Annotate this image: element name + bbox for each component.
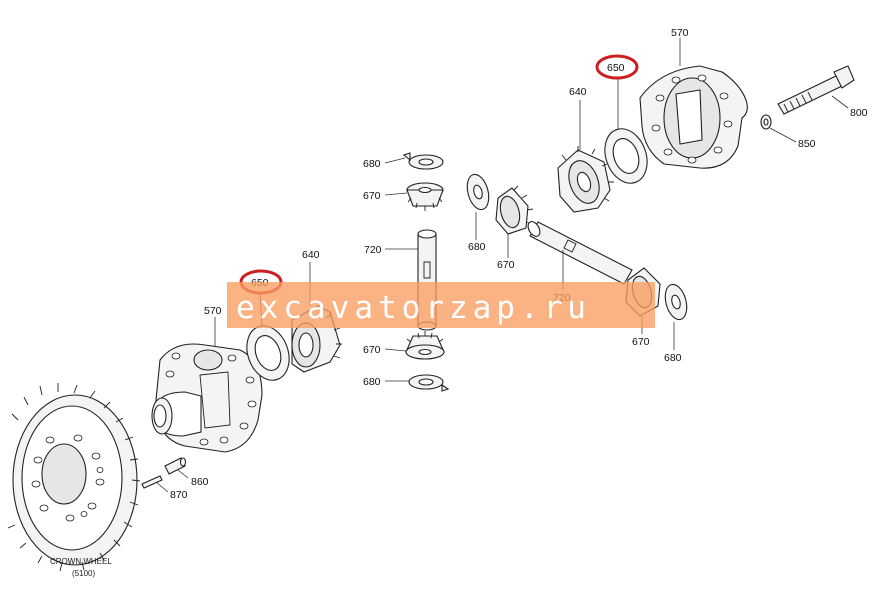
- watermark-banner: excavatorzap.ru: [227, 282, 655, 328]
- label-680-c: 680: [363, 376, 381, 388]
- label-870: 870: [170, 489, 188, 501]
- side-gear-640-top[interactable]: [557, 146, 614, 213]
- label-640-top: 640: [569, 86, 587, 98]
- label-670-a: 670: [363, 190, 381, 202]
- crown-wheel[interactable]: [7, 383, 141, 572]
- thrust-washer-680-right[interactable]: [662, 282, 691, 322]
- label-680-a: 680: [363, 158, 381, 170]
- differential-case-right[interactable]: [639, 65, 748, 169]
- differential-case-left[interactable]: [151, 343, 263, 453]
- watermark-text: excavatorzap.ru: [236, 290, 591, 326]
- label-680-b: 680: [468, 241, 486, 253]
- crown-wheel-number: (5100): [72, 569, 95, 578]
- bolt-800[interactable]: [777, 65, 855, 115]
- label-570-top: 570: [671, 27, 689, 39]
- label-850: 850: [798, 138, 816, 150]
- washer-850[interactable]: [760, 114, 772, 130]
- thrust-washer-650-left[interactable]: [240, 320, 297, 386]
- label-680-d: 680: [664, 352, 682, 364]
- label-860: 860: [191, 476, 209, 488]
- pinion-gear-670-bottom[interactable]: [405, 331, 445, 360]
- thrust-washer-680-top[interactable]: [402, 152, 444, 170]
- label-670-c: 670: [363, 344, 381, 356]
- pinion-gear-670-top[interactable]: [406, 182, 444, 211]
- label-670-b: 670: [497, 259, 515, 271]
- label-640-left: 640: [302, 249, 320, 261]
- label-720-a: 720: [364, 244, 382, 256]
- pinion-gear-670-middle[interactable]: [495, 185, 534, 235]
- crown-wheel-name: CROWN WHEEL: [50, 557, 112, 566]
- thrust-washer-650-top[interactable]: [598, 123, 655, 189]
- label-670-d: 670: [632, 336, 650, 348]
- highlight-circle-650-top: [595, 54, 639, 80]
- label-570-left: 570: [204, 305, 222, 317]
- pin-860[interactable]: [164, 457, 187, 475]
- thrust-washer-680-bottom[interactable]: [408, 374, 450, 392]
- label-800: 800: [850, 107, 868, 119]
- cross-shaft-720-diagonal[interactable]: [526, 220, 633, 285]
- pin-870[interactable]: [141, 475, 163, 489]
- label-650-top: 650: [607, 62, 625, 74]
- thrust-washer-680-middle[interactable]: [464, 172, 493, 212]
